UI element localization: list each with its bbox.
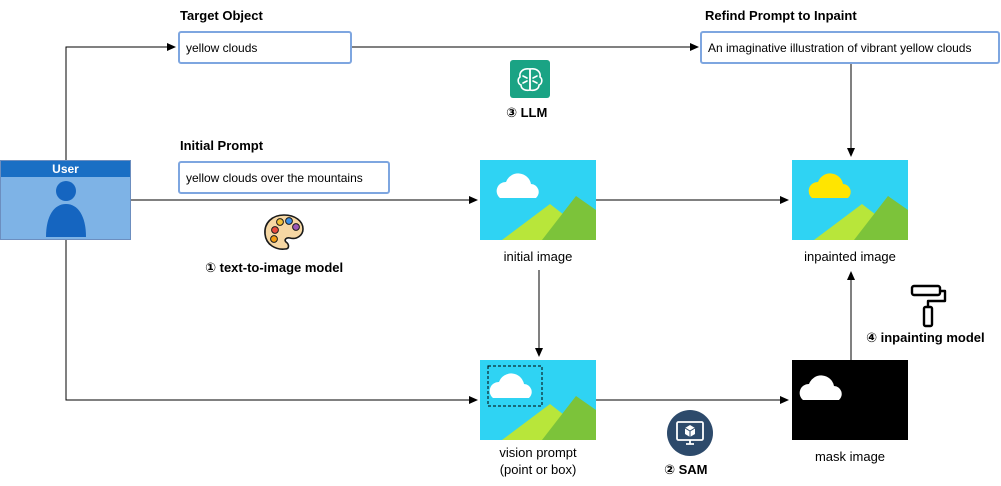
t2i-step-label: ① text-to-image model <box>205 260 344 275</box>
connectors <box>65 43 855 404</box>
arrow-user-to-target <box>65 43 176 160</box>
vision-prompt-caption-line2: (point or box) <box>499 462 577 477</box>
refined-prompt-value: An imaginative illustration of vibrant y… <box>708 40 972 55</box>
mask-image <box>792 360 908 440</box>
cube-monitor-icon <box>667 410 713 456</box>
target-object-title: Target Object <box>180 8 263 23</box>
sam-step-label: ② SAM <box>664 462 708 477</box>
mask-image-caption: mask image <box>814 449 886 464</box>
user-label: User <box>1 161 130 177</box>
target-object-value: yellow clouds <box>186 40 258 55</box>
inpainted-image-caption: inpainted image <box>804 249 896 264</box>
llm-step-label: ③ LLM <box>506 105 548 120</box>
initial-image <box>480 160 596 240</box>
user-icon <box>46 181 86 237</box>
target-object-field[interactable]: yellow clouds <box>178 31 352 64</box>
selection-box <box>487 365 543 407</box>
inpaint-step-label: ④ inpainting model <box>866 330 985 345</box>
paint-roller-icon <box>910 284 947 328</box>
palette-icon <box>264 214 304 250</box>
refined-prompt-field[interactable]: An imaginative illustration of vibrant y… <box>700 31 1000 64</box>
initial-prompt-title: Initial Prompt <box>180 138 264 153</box>
refined-prompt-title: Refind Prompt to Inpaint <box>705 8 857 23</box>
vision-prompt-caption-line1: vision prompt <box>499 445 577 460</box>
initial-prompt-field[interactable]: yellow clouds over the mountains <box>178 161 390 194</box>
vision-prompt-image <box>480 360 596 440</box>
inpainted-image <box>792 160 908 240</box>
user-box: User <box>0 160 131 240</box>
initial-prompt-value: yellow clouds over the mountains <box>186 170 363 185</box>
initial-image-caption: initial image <box>503 249 573 264</box>
arrow-user-to-vision <box>65 240 478 404</box>
brain-icon <box>510 60 550 98</box>
